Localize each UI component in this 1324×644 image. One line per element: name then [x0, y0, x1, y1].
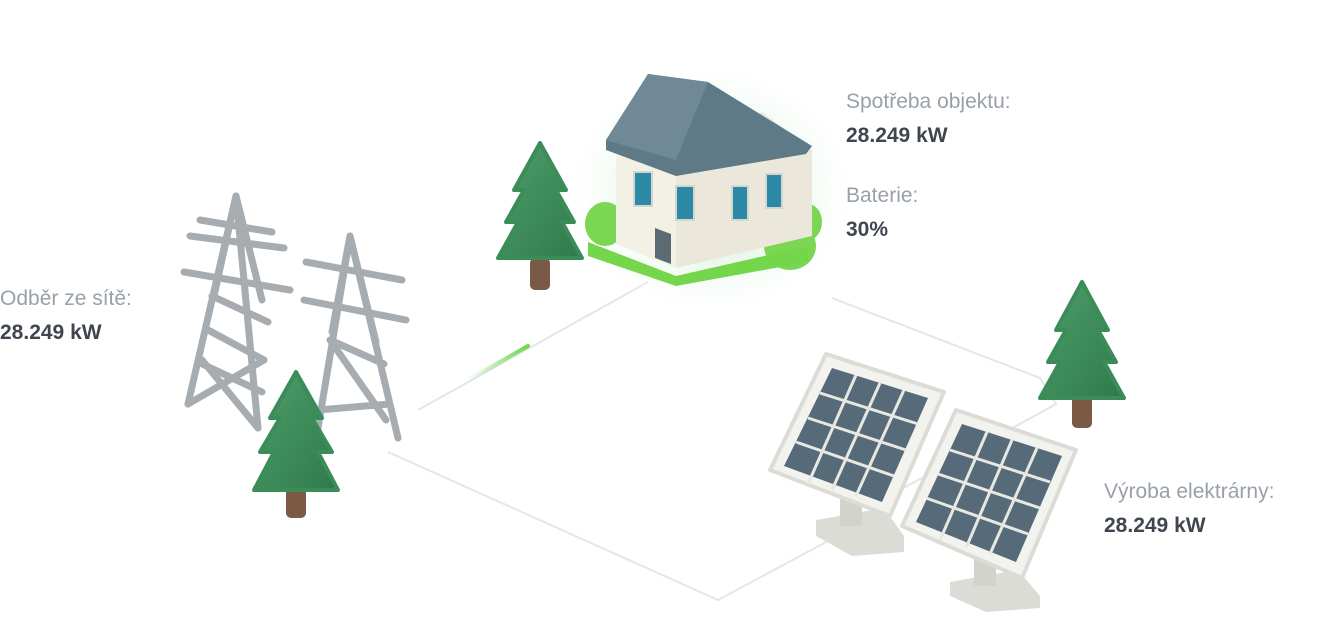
grid-label: Odběr ze sítě:	[0, 287, 132, 310]
grid-stat: Odběr ze sítě: 28.249 kW	[0, 286, 132, 346]
line-grid-to-solar	[387, 451, 831, 602]
grid-value: 28.249 kW	[0, 321, 102, 344]
power-pylon-icon	[180, 192, 410, 444]
tree-icon	[252, 370, 340, 518]
line-grid-to-house	[417, 281, 649, 411]
battery-value: 30%	[846, 218, 889, 241]
consumption-value: 28.249 kW	[846, 124, 948, 147]
house-icon	[585, 74, 822, 286]
battery-label: Baterie:	[846, 184, 919, 207]
active-flow-indicator	[466, 344, 530, 382]
production-value: 28.249 kW	[1104, 514, 1206, 537]
production-stat: Výroba elektrárny: 28.249 kW	[1104, 479, 1274, 539]
solar-panel-icon	[900, 408, 1078, 612]
consumption-stat: Spotřeba objektu: 28.249 kW	[846, 89, 1011, 149]
tree-icon	[496, 141, 584, 290]
solar-panel-icon	[768, 352, 946, 556]
consumption-label: Spotřeba objektu:	[846, 90, 1011, 113]
production-label: Výroba elektrárny:	[1104, 480, 1275, 503]
tree-icon	[1038, 280, 1126, 428]
battery-stat: Baterie: 30%	[846, 183, 918, 243]
